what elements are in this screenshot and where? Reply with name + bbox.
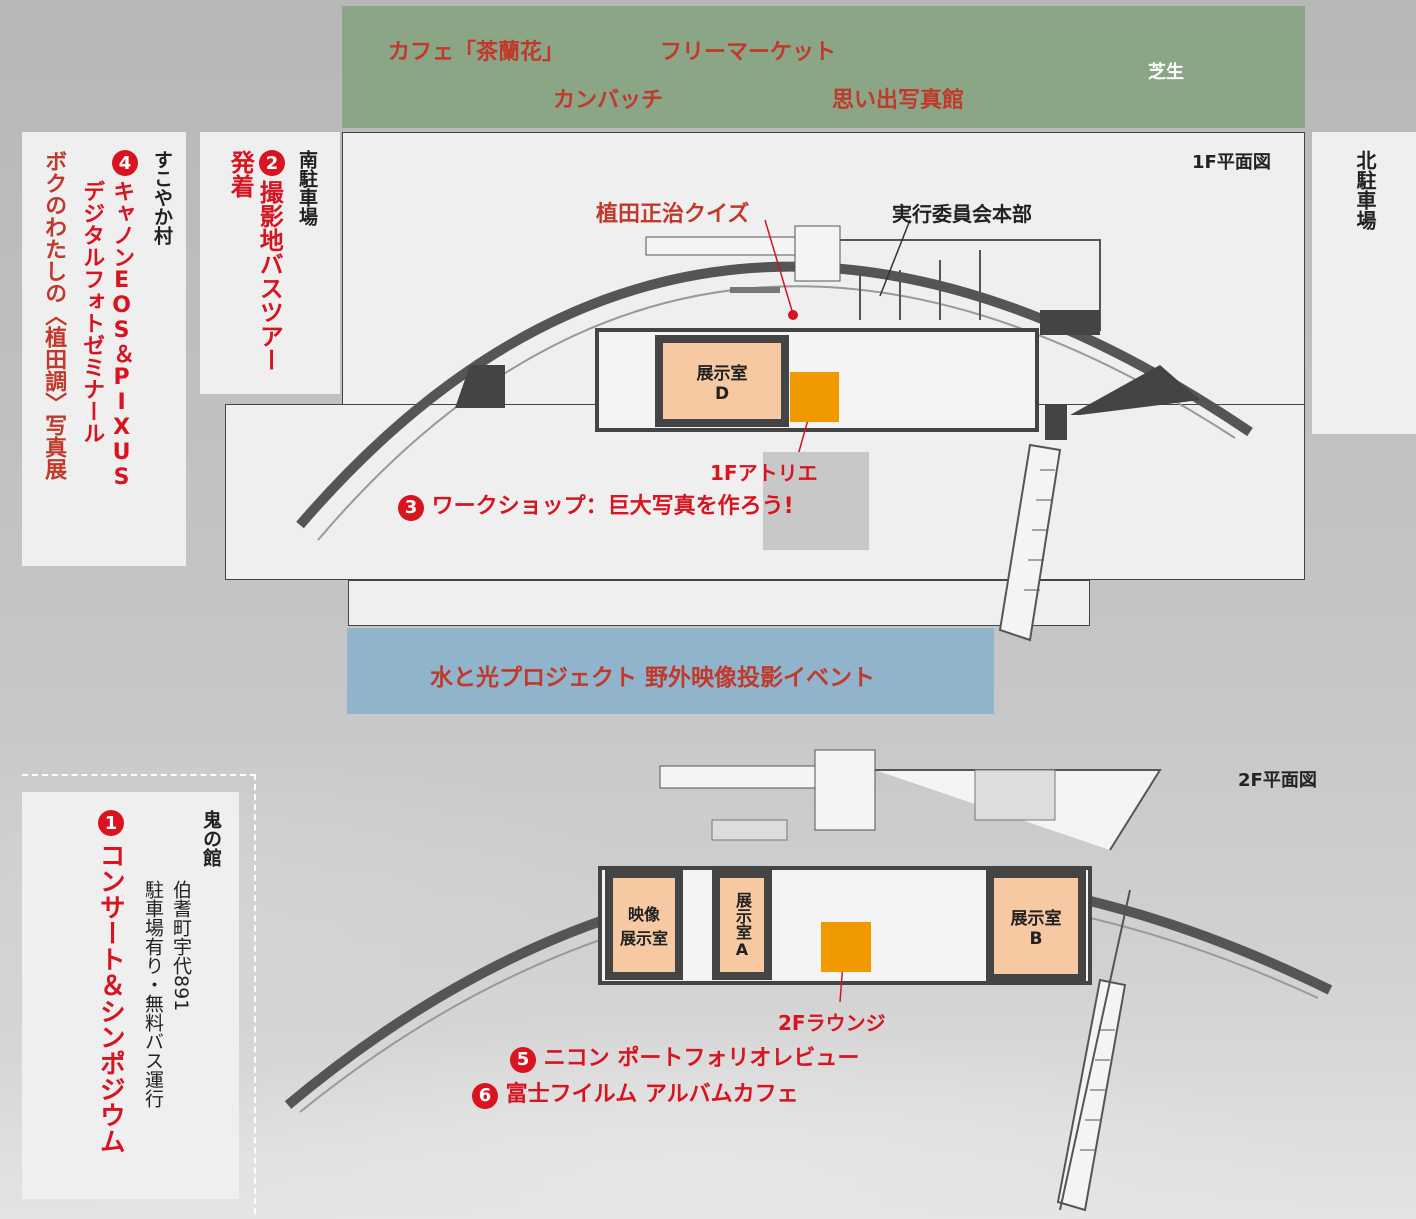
nikon-text: ニコン ポートフォリオレビュー <box>543 1046 860 1071</box>
workshop-number: 3 <box>398 494 424 521</box>
sukoyaka-place: すこやか村 <box>150 150 173 245</box>
room-d-letter: D <box>714 383 730 404</box>
north-parking-label: 北駐車場 <box>1353 150 1377 230</box>
room-a-label: 展示室 <box>733 891 752 940</box>
canon-number: 4 <box>112 150 138 176</box>
oni-note: 駐車場有り・無料バス運行 <box>141 880 164 1108</box>
hq-label: 実行委員会本部 <box>892 202 1032 226</box>
cafe-label: カフェ「茶蘭花」 <box>388 40 565 65</box>
quiz-label: 植田正治クイズ <box>596 202 750 227</box>
fuji-label: 6 富士フイルム アルバムカフェ <box>472 1076 799 1109</box>
oni-address: 伯耆町宇代891 <box>169 880 192 1012</box>
floor1-title: 1F平面図 <box>1192 152 1271 173</box>
room-a: 展示室 A <box>712 870 772 980</box>
workshop-label: 3 ワークショップ：巨大写真を作ろう! <box>398 488 794 521</box>
dashed-frame-top <box>22 774 256 776</box>
video-room: 映像 展示室 <box>605 870 683 980</box>
north-parking-panel <box>1312 132 1416 434</box>
digital-seminar-label: デジタルフォトゼミナール <box>79 180 105 444</box>
fuji-text: 富士フイルム アルバムカフェ <box>505 1082 799 1107</box>
concert-label: コンサート＆シンポジウム <box>95 842 126 1154</box>
floor1-building-drawing <box>296 219 1253 642</box>
canon-eos-label: キャノンEOS＆PIXUS <box>109 180 135 490</box>
water-event-panel <box>347 628 994 714</box>
atelier-marker <box>790 372 839 422</box>
atelier-label: 1Fアトリエ <box>710 461 818 485</box>
water-event-label: 水と光プロジェクト 野外映像投影イベント <box>430 665 876 691</box>
nikon-label: 5 ニコン ポートフォリオレビュー <box>510 1040 859 1073</box>
photo-hall-label: 思い出写真館 <box>832 88 965 113</box>
bus-tour-label: 撮影地バスツアー <box>255 180 284 372</box>
room-b-label: 展示室 <box>1010 908 1062 929</box>
flea-market-label: フリーマーケット <box>660 40 837 65</box>
floor1-bottom-strip <box>348 580 1090 626</box>
lounge-label: 2Fラウンジ <box>778 1011 886 1035</box>
sukoyaka-panel <box>22 132 186 566</box>
lawn-area <box>342 6 1305 128</box>
lounge-marker <box>821 922 871 972</box>
room-d: 展示室 D <box>655 335 789 427</box>
room-b: 展示室 B <box>986 870 1086 982</box>
ueda-photo-exhibit-label: ボクのわたしの〈植田調〉写真展 <box>41 150 67 480</box>
bus-tour-number: 2 <box>259 150 285 176</box>
bus-tour-label2: 発着 <box>226 150 255 198</box>
fuji-number: 6 <box>472 1082 498 1109</box>
floor2-building-drawing <box>284 749 1333 1212</box>
workshop-text: ワークショップ：巨大写真を作ろう! <box>431 494 794 519</box>
room-d-label: 展示室 <box>696 363 748 384</box>
dashed-frame-right <box>254 774 256 1214</box>
floor2-title: 2F平面図 <box>1238 770 1317 791</box>
room-a-letter: A <box>735 939 749 959</box>
atelier-highlight <box>763 452 869 550</box>
nikon-number: 5 <box>510 1046 536 1073</box>
south-parking-label: 南駐車場 <box>295 150 318 226</box>
oni-place: 鬼の館 <box>199 810 222 867</box>
oni-panel <box>22 792 239 1199</box>
lawn-label: 芝生 <box>1148 62 1184 83</box>
badge-label: カンバッチ <box>553 88 664 113</box>
concert-number: 1 <box>98 810 124 836</box>
video-room-label2: 展示室 <box>619 929 668 948</box>
video-room-label1: 映像 <box>627 905 660 924</box>
room-b-letter: B <box>1029 928 1043 949</box>
